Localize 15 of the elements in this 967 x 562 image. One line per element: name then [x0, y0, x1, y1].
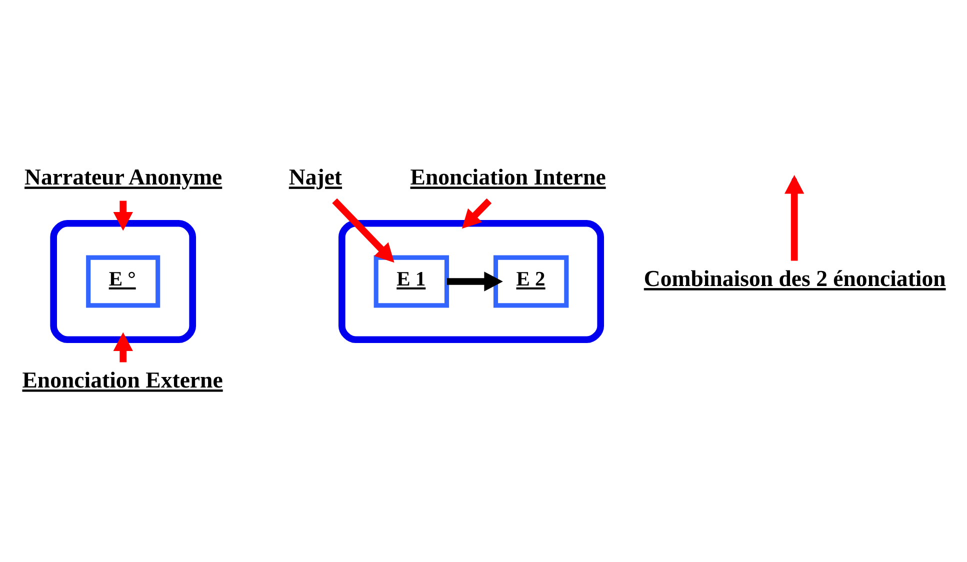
cluster [338, 219, 604, 343]
arrow [462, 198, 492, 228]
node-box: E 2 [493, 254, 569, 308]
node-text: Enonciation Interne [410, 164, 606, 190]
node-text: Najet [288, 164, 342, 190]
node-box: E 1 [374, 254, 450, 308]
node-box: E ° [86, 254, 160, 308]
node-text: Narrateur Anonyme [24, 164, 222, 190]
cluster [50, 219, 196, 343]
node-text: Combinaison des 2 énonciation [644, 266, 946, 291]
arrow [113, 200, 133, 230]
node-text: Enonciation Externe [22, 366, 223, 392]
arrow [113, 332, 133, 362]
arrow [446, 271, 503, 291]
arrow [784, 174, 804, 260]
